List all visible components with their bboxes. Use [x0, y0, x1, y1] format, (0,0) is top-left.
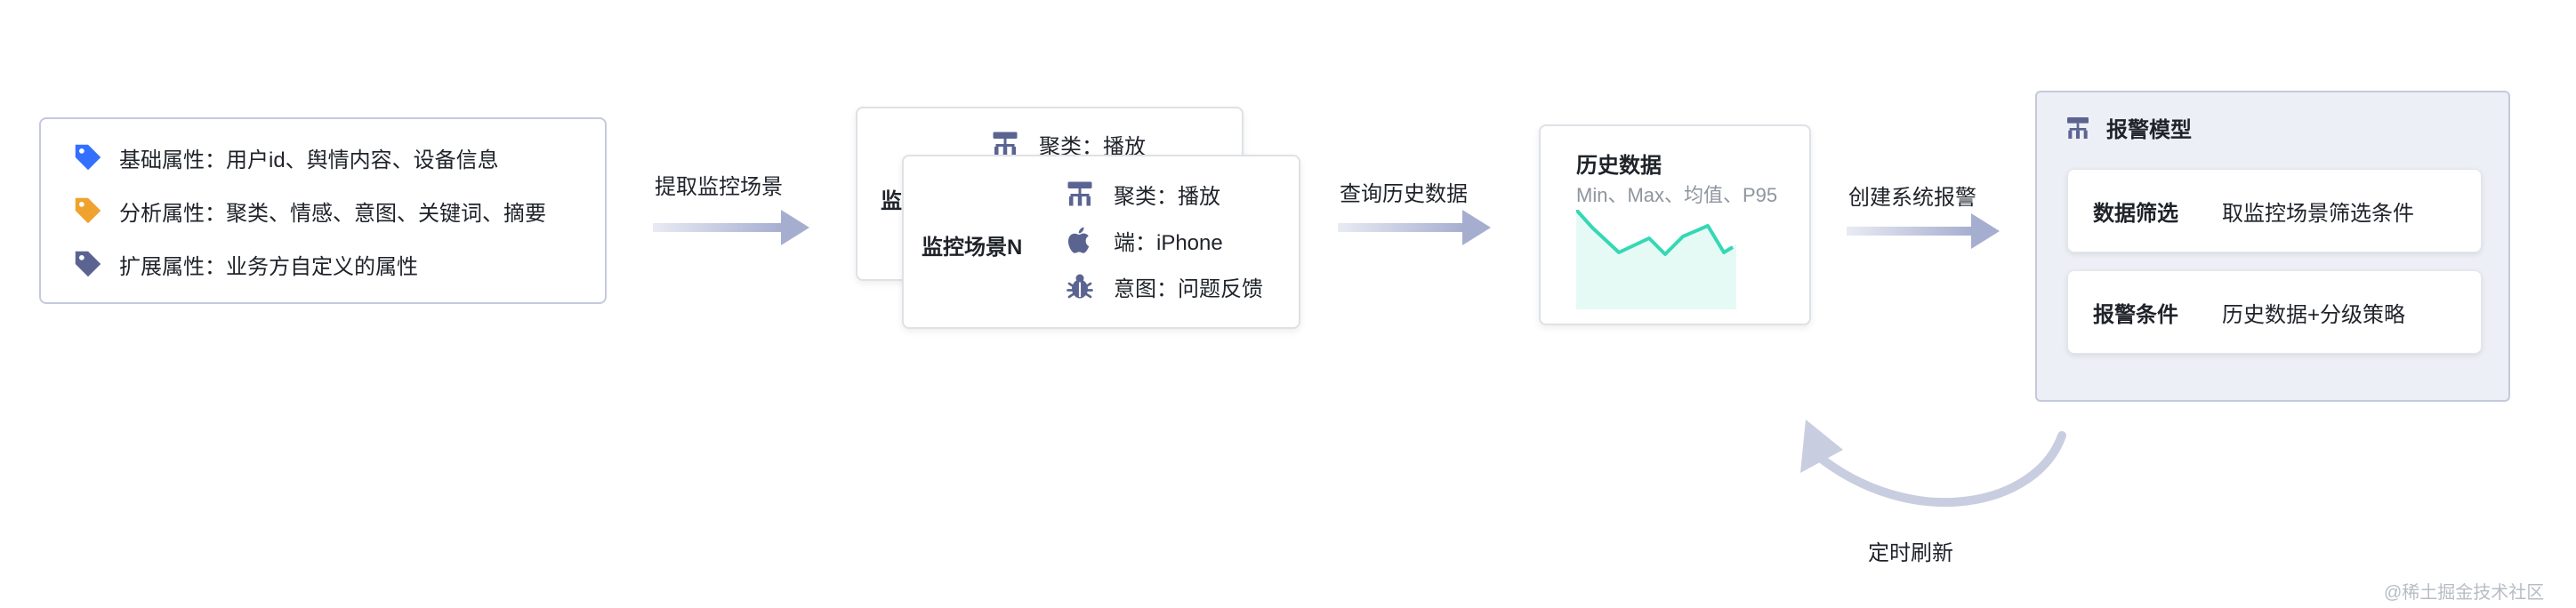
history-title: 历史数据 [1576, 154, 1662, 178]
attribute-analysis-label: 分析属性：聚类、情感、意图、关键词、摘要 [119, 201, 546, 226]
cluster-icon [993, 132, 1018, 156]
scene-front-title: 监控场景N [922, 236, 1023, 260]
model-row-condition-key: 报警条件 [2093, 302, 2178, 327]
arrow-query-label: 查询历史数据 [1340, 182, 1468, 206]
tag-icon [75, 251, 101, 277]
model-row-filter-value: 取监控场景筛选条件 [2222, 201, 2414, 226]
model-row-filter-key: 数据筛选 [2093, 201, 2178, 226]
scene-item-intent-label: 意图：问题反馈 [1114, 276, 1263, 301]
scene-back-title: 监 [881, 189, 902, 213]
model-row-condition: 报警条件 历史数据+分级策略 [2067, 270, 2482, 354]
refresh-arrow [1800, 420, 2066, 507]
attribute-extension: 扩展属性：业务方自定义的属性 [71, 247, 418, 281]
arrow-extract [653, 210, 809, 245]
attribute-extension-label: 扩展属性：业务方自定义的属性 [119, 254, 418, 279]
attribute-basic-label: 基础属性：用户id、舆情内容、设备信息 [119, 148, 499, 172]
watermark: @稀土掘金技术社区 [2384, 583, 2545, 603]
model-row-condition-value: 历史数据+分级策略 [2222, 302, 2406, 327]
alarm-model-header: 报警模型 [2064, 112, 2192, 143]
model-row-filter: 数据筛选 取监控场景筛选条件 [2067, 169, 2482, 252]
arrow-extract-label: 提取监控场景 [655, 175, 783, 199]
scene-item-platform-label: 端：iPhone [1114, 230, 1223, 255]
tag-icon [75, 144, 101, 171]
scene-item-intent: 意图：问题反馈 [1064, 270, 1263, 302]
apple-icon [1067, 227, 1090, 253]
scene-item-platform: 端：iPhone [1064, 224, 1223, 256]
cluster-icon [2067, 116, 2089, 139]
bug-icon [1067, 274, 1093, 299]
alarm-model-title: 报警模型 [2106, 118, 2192, 142]
tag-icon [75, 197, 101, 224]
scene-item-cluster: 聚类：播放 [1064, 178, 1220, 210]
scene-item-cluster-label: 聚类：播放 [1114, 184, 1220, 209]
alarm-model-panel: 报警模型 数据筛选 取监控场景筛选条件 报警条件 历史数据+分级策略 [2035, 91, 2510, 402]
arrow-create [1847, 213, 2000, 249]
history-card: 历史数据 Min、Max、均值、P95 [1539, 124, 1811, 325]
attribute-analysis: 分析属性：聚类、情感、意图、关键词、摘要 [71, 194, 546, 228]
history-subtitle: Min、Max、均值、P95 [1576, 184, 1778, 206]
scene-card-front: 监控场景N 聚类：播放 端：iPhone 意图：问题反馈 [902, 155, 1300, 329]
attribute-basic: 基础属性：用户id、舆情内容、设备信息 [71, 140, 499, 174]
attributes-card: 基础属性：用户id、舆情内容、设备信息 分析属性：聚类、情感、意图、关键词、摘要… [39, 117, 607, 304]
arrow-query [1338, 210, 1491, 245]
history-sparkline [1576, 210, 1736, 309]
arrow-create-label: 创建系统报警 [1848, 186, 1976, 210]
cluster-icon [1067, 181, 1092, 206]
refresh-label: 定时刷新 [1868, 541, 1953, 565]
